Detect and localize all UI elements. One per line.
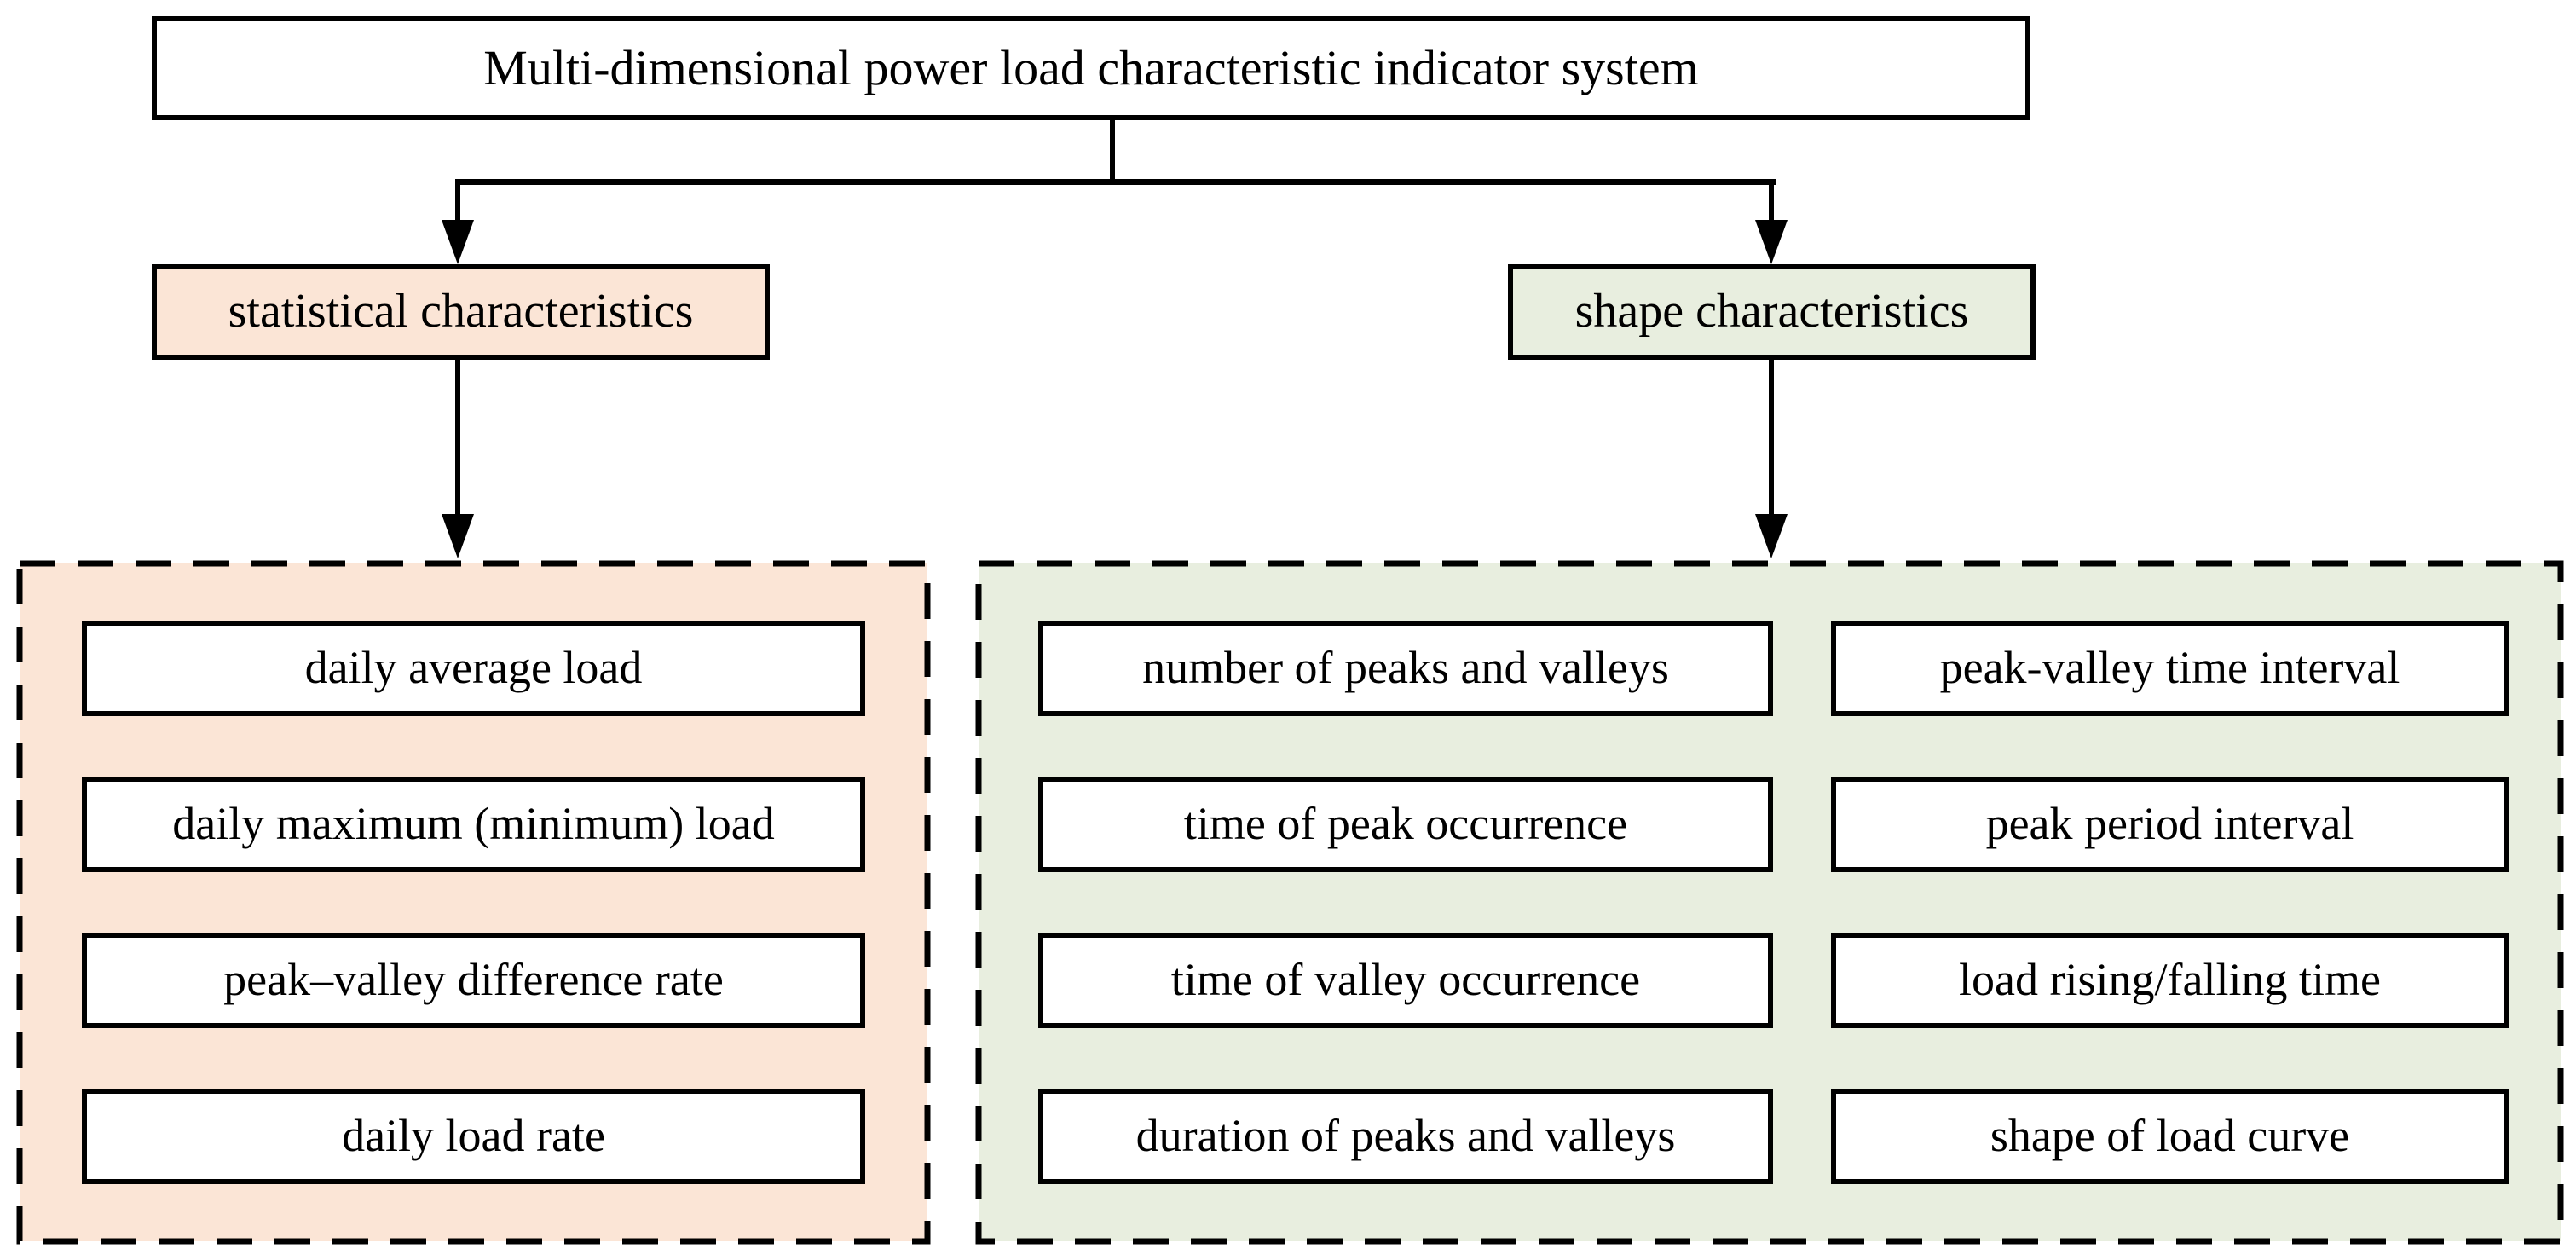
item-peak-valley-time-interval: peak-valley time interval — [1831, 621, 2509, 716]
shape-items-group: number of peaks and valleys time of peak… — [975, 560, 2564, 1245]
item-label: daily average load — [304, 642, 643, 694]
connector-shape-drop — [1769, 179, 1774, 223]
statistical-characteristics-label: statistical characteristics — [228, 285, 694, 338]
item-peak-valley-difference-rate: peak–valley difference rate — [82, 933, 865, 1028]
item-label: daily maximum (minimum) load — [172, 798, 775, 850]
connector-statistical-drop — [455, 179, 460, 223]
item-label: peak period interval — [1985, 798, 2354, 850]
connector-branch-rail — [455, 179, 1776, 185]
item-number-of-peaks-and-valleys: number of peaks and valleys — [1038, 621, 1773, 716]
item-daily-average-load: daily average load — [82, 621, 865, 716]
shape-items-column-right: peak-valley time interval peak period in… — [1831, 560, 2509, 1245]
arrowhead-to-shape-group — [1755, 514, 1788, 558]
root-title-box: Multi-dimensional power load characteris… — [152, 16, 2030, 120]
statistical-items-group: daily average load daily maximum (minimu… — [16, 560, 931, 1245]
statistical-items-column: daily average load daily maximum (minimu… — [82, 560, 865, 1245]
item-label: time of peak occurrence — [1183, 798, 1628, 850]
item-label: number of peaks and valleys — [1142, 642, 1669, 694]
item-daily-load-rate: daily load rate — [82, 1089, 865, 1184]
connector-root-drop — [1110, 120, 1115, 184]
item-shape-of-load-curve: shape of load curve — [1831, 1089, 2509, 1184]
arrowhead-to-statistical — [442, 220, 474, 264]
item-label: daily load rate — [342, 1110, 605, 1162]
connector-shape-group-drop — [1769, 360, 1774, 517]
connector-statistical-group-drop — [455, 360, 460, 517]
item-label: shape of load curve — [1990, 1110, 2350, 1162]
root-title-label: Multi-dimensional power load characteris… — [483, 40, 1699, 96]
item-label: duration of peaks and valleys — [1135, 1110, 1676, 1162]
arrowhead-to-shape — [1755, 220, 1788, 264]
item-label: time of valley occurrence — [1170, 954, 1641, 1006]
arrowhead-to-statistical-group — [442, 514, 474, 558]
shape-characteristics-label: shape characteristics — [1574, 285, 1969, 338]
shape-characteristics-box: shape characteristics — [1508, 264, 2036, 360]
item-load-rising-falling-time: load rising/falling time — [1831, 933, 2509, 1028]
item-peak-period-interval: peak period interval — [1831, 777, 2509, 872]
item-label: load rising/falling time — [1959, 954, 2381, 1006]
item-label: peak–valley difference rate — [223, 954, 724, 1006]
item-label: peak-valley time interval — [1939, 642, 2400, 694]
statistical-characteristics-box: statistical characteristics — [152, 264, 770, 360]
shape-items-column-left: number of peaks and valleys time of peak… — [1038, 560, 1773, 1245]
item-duration-of-peaks-and-valleys: duration of peaks and valleys — [1038, 1089, 1773, 1184]
item-daily-maximum-minimum-load: daily maximum (minimum) load — [82, 777, 865, 872]
item-time-of-valley-occurrence: time of valley occurrence — [1038, 933, 1773, 1028]
item-time-of-peak-occurrence: time of peak occurrence — [1038, 777, 1773, 872]
